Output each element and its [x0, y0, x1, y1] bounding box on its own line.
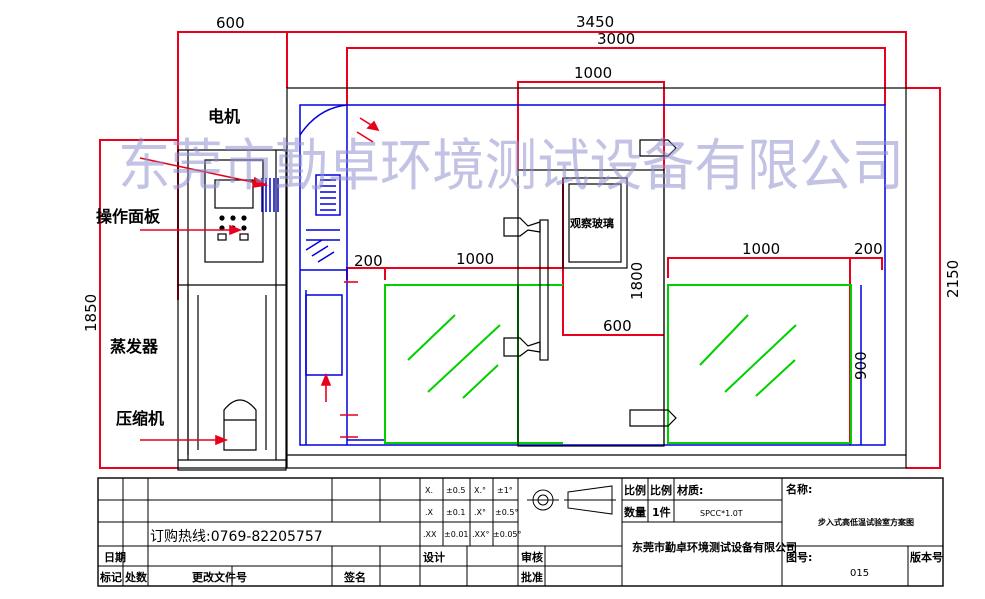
dim-3000: 3000: [597, 30, 635, 48]
tol-r2-c2: ±0.1: [446, 508, 465, 517]
company-watermark: 东莞市勤卓环境测试设备有限公司: [118, 134, 904, 199]
dim-1000-left: 1000: [456, 250, 494, 268]
chamber-outer: [286, 87, 907, 469]
tol-r2-c1: .X: [425, 508, 434, 517]
label-drawing-no: 图号:: [786, 551, 812, 564]
label-compressor: 压缩机: [116, 409, 164, 428]
control-panel-screen: [214, 179, 254, 209]
label-review: 审核: [521, 550, 543, 564]
label-evaporator: 蒸发器: [110, 337, 159, 356]
evaporator-box: [305, 294, 343, 376]
inner-wall: [299, 104, 886, 446]
label-scale-2: 比例: [650, 483, 672, 497]
label-motor: 电机: [208, 107, 240, 126]
dim-line-1000-right: [667, 257, 850, 278]
label-scale: 比例: [624, 483, 646, 497]
observation-window-glass: [568, 183, 622, 263]
label-name: 名称:: [786, 482, 812, 496]
dim-1000-window: 1000: [574, 64, 612, 82]
label-date: 日期: [104, 550, 126, 564]
label-place: 处数: [124, 570, 148, 584]
tol-r1-c3: X.°: [474, 486, 486, 495]
glass-panel-left: [384, 284, 519, 444]
dim-1850: 1850: [82, 294, 100, 332]
label-quantity: 数量: [624, 505, 646, 519]
projection-symbol: [527, 485, 616, 515]
tol-r3-c4: ±0.05°: [493, 530, 522, 539]
airflow-arrows: [139, 117, 380, 446]
label-change-doc: 更改文件号: [192, 570, 247, 584]
dim-line-3000: [346, 47, 886, 105]
dim-line-3450: [287, 31, 907, 88]
material-value: SPCC*1.0T: [700, 509, 743, 518]
dim-1800: 1800: [628, 262, 646, 300]
observation-window-frame: [562, 177, 628, 269]
dim-600-door: 600: [603, 317, 632, 335]
label-design: 设计: [423, 550, 445, 564]
control-panel-box: [204, 159, 264, 263]
glass-panels: [384, 284, 852, 444]
fan-box: [315, 174, 341, 216]
dim-2150: 2150: [944, 260, 962, 298]
machine-cabinet: [177, 149, 287, 471]
quantity-value: 1件: [652, 505, 671, 519]
hinge-bottom: [629, 409, 677, 427]
tol-r1-c2: ±0.5: [446, 486, 465, 495]
tol-r3-c1: .XX: [423, 530, 437, 539]
label-observation-window: 观察玻璃: [570, 216, 614, 230]
dim-1000-right: 1000: [742, 240, 780, 258]
order-hotline: 订购热线:0769-82205757: [150, 529, 323, 545]
tol-r1-c1: X.: [425, 486, 433, 495]
tol-r3-c3: .XX°: [472, 530, 490, 539]
dim-line-1000-window: [517, 81, 665, 170]
dim-900: 900: [852, 351, 870, 380]
label-control-panel: 操作面板: [96, 207, 161, 226]
glass-panel-right: [667, 284, 852, 444]
drawing-no-value: 015: [850, 568, 869, 579]
dim-200-left: 200: [354, 252, 383, 270]
label-signature: 签名: [343, 570, 366, 584]
dim-line-200-right: [850, 257, 883, 270]
chamber-outline: [286, 87, 907, 469]
door: [503, 139, 677, 447]
dim-line-1850: [99, 139, 178, 469]
dimension-lines: [99, 31, 941, 469]
tol-r3-c2: ±0.01: [444, 530, 469, 539]
dim-600-top: 600: [216, 14, 245, 32]
door-latch-top: [503, 217, 541, 237]
dim-line-2150: [906, 87, 941, 469]
drawing-name: 步入式高低温试验室方案图: [818, 517, 914, 527]
label-material: 材质:: [677, 483, 703, 497]
cabinet-outline: [177, 149, 287, 471]
dim-line-1800: [562, 178, 664, 336]
tol-r2-c3: .X°: [474, 508, 486, 517]
hinge-top: [639, 139, 677, 157]
door-latch-bottom: [503, 337, 541, 357]
label-mark: 标记: [99, 570, 122, 584]
dim-3450: 3450: [576, 13, 614, 31]
tol-r2-c4: ±0.5°: [495, 508, 518, 517]
title-block-grid: [97, 477, 944, 587]
door-handle: [539, 219, 549, 361]
chamber-interior-walls: [261, 104, 886, 446]
label-version: 版本号: [910, 550, 943, 564]
company-name: 东莞市勤卓环境测试设备有限公司: [632, 540, 797, 554]
tol-r1-c4: ±1°: [497, 486, 513, 495]
compressor-shape: [223, 399, 257, 451]
label-approve: 批准: [521, 570, 543, 584]
dim-200-right: 200: [854, 240, 883, 258]
